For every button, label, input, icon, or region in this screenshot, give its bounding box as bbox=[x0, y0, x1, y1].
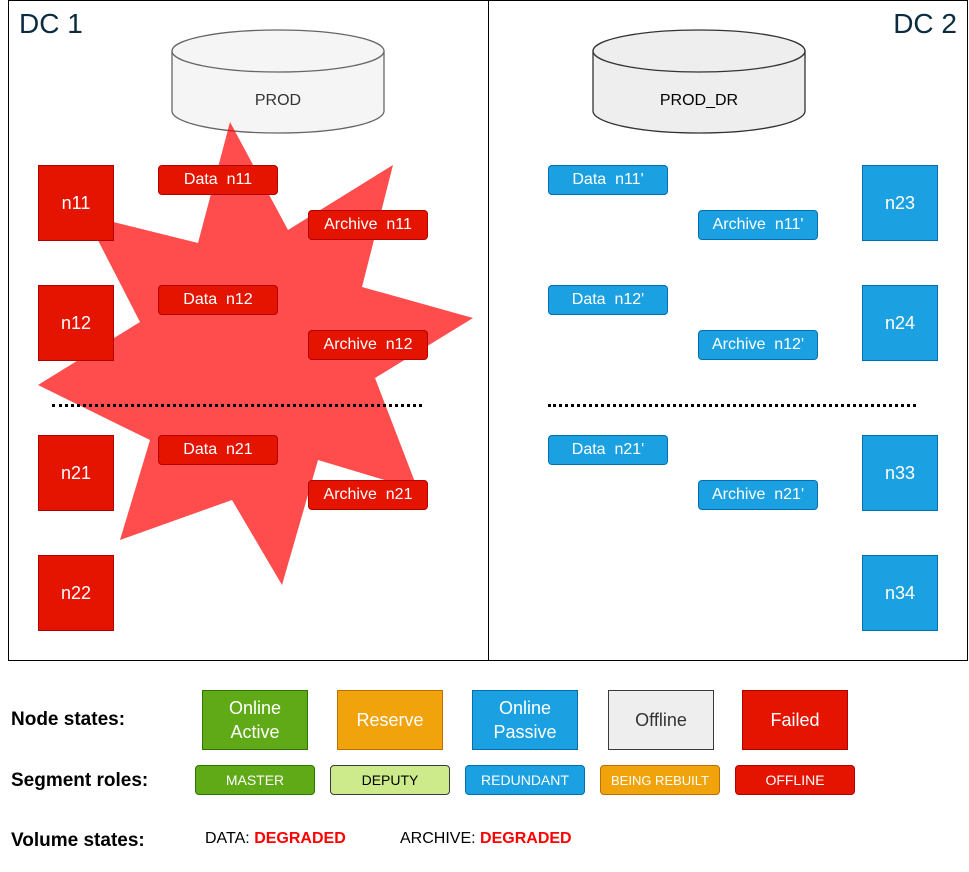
volume-status: DEGRADED bbox=[480, 830, 572, 847]
segment-archive-n21[interactable]: Archive n21 bbox=[308, 480, 428, 510]
prod-volume-label: PROD bbox=[254, 92, 302, 109]
segment-archive-n11-dr[interactable]: Archive n11' bbox=[698, 210, 818, 240]
node-n22[interactable]: n22 bbox=[38, 555, 114, 631]
segment-data-n12-dr[interactable]: Data n12' bbox=[548, 285, 668, 315]
ellipsis-dots-dc2 bbox=[548, 404, 916, 407]
ellipsis-dots-dc1 bbox=[52, 404, 422, 407]
segment-type: Data bbox=[571, 291, 606, 308]
node-n33[interactable]: n33 bbox=[862, 435, 938, 511]
legend-deputy: DEPUTY bbox=[330, 765, 450, 795]
segment-type: Archive bbox=[712, 336, 766, 353]
segment-roles-label: Segment roles: bbox=[11, 770, 149, 791]
legend-failed: Failed bbox=[742, 690, 848, 750]
legend-master: MASTER bbox=[195, 765, 315, 795]
node-n23[interactable]: n23 bbox=[862, 165, 938, 241]
dc1-title: DC 1 bbox=[19, 8, 83, 39]
segment-node: n21 bbox=[225, 441, 253, 458]
legend-being-rebuilt: BEING REBUILT bbox=[600, 765, 720, 795]
segment-node: n21' bbox=[774, 486, 804, 503]
segment-data-n11-dr[interactable]: Data n11' bbox=[548, 165, 668, 195]
segment-type: Archive bbox=[712, 486, 766, 503]
node-n34[interactable]: n34 bbox=[862, 555, 938, 631]
segment-data-n21[interactable]: Data n21 bbox=[158, 435, 278, 465]
legend-online-active: Online Active bbox=[202, 690, 308, 750]
legend-reserve: Reserve bbox=[337, 690, 443, 750]
segment-node: n12' bbox=[774, 336, 804, 353]
volume-name: DATA: bbox=[205, 830, 250, 847]
dc-divider bbox=[488, 0, 489, 660]
node-states-label: Node states: bbox=[11, 709, 126, 730]
segment-type: Archive bbox=[323, 336, 377, 353]
volume-state-archive: ARCHIVE: DEGRADED bbox=[400, 830, 572, 848]
volume-states-label: Volume states: bbox=[11, 830, 145, 851]
node-n21[interactable]: n21 bbox=[38, 435, 114, 511]
dc2-title: DC 2 bbox=[893, 8, 957, 39]
segment-type: Data bbox=[183, 291, 218, 308]
segment-data-n11[interactable]: Data n11 bbox=[158, 165, 278, 195]
volume-name: ARCHIVE: bbox=[400, 830, 476, 847]
segment-node: n21' bbox=[614, 441, 645, 458]
segment-data-n21-dr[interactable]: Data n21' bbox=[548, 435, 668, 465]
node-n12[interactable]: n12 bbox=[38, 285, 114, 361]
segment-node: n12' bbox=[614, 291, 645, 308]
node-n11[interactable]: n11 bbox=[38, 165, 114, 241]
legend-offline: Offline bbox=[608, 690, 714, 750]
segment-node: n11' bbox=[615, 171, 644, 188]
segment-type: Data bbox=[572, 171, 607, 188]
segment-type: Data bbox=[183, 441, 218, 458]
segment-node: n11' bbox=[774, 216, 804, 233]
segment-data-n12[interactable]: Data n12 bbox=[158, 285, 278, 315]
segment-node: n11 bbox=[226, 171, 253, 188]
segment-archive-n12-dr[interactable]: Archive n12' bbox=[698, 330, 818, 360]
segment-type: Archive bbox=[323, 486, 377, 503]
legend-online-passive: Online Passive bbox=[472, 690, 578, 750]
prod-dr-volume-cylinder bbox=[592, 29, 806, 134]
volume-state-data: DATA: DEGRADED bbox=[205, 830, 346, 848]
segment-node: n12 bbox=[385, 336, 413, 353]
segment-node: n21 bbox=[385, 486, 413, 503]
volume-status: DEGRADED bbox=[254, 830, 346, 847]
segment-type: Archive bbox=[324, 216, 378, 233]
legend-offline-segment: OFFLINE bbox=[735, 765, 855, 795]
segment-node: n12 bbox=[225, 291, 253, 308]
legend-redundant: REDUNDANT bbox=[465, 765, 585, 795]
segment-archive-n11[interactable]: Archive n11 bbox=[308, 210, 428, 240]
segment-type: Data bbox=[571, 441, 606, 458]
segment-type: Archive bbox=[712, 216, 766, 233]
segment-node: n11 bbox=[386, 216, 412, 233]
prod-volume-cylinder bbox=[171, 29, 385, 134]
segment-archive-n21-dr[interactable]: Archive n21' bbox=[698, 480, 818, 510]
segment-archive-n12[interactable]: Archive n12 bbox=[308, 330, 428, 360]
node-n24[interactable]: n24 bbox=[862, 285, 938, 361]
segment-type: Data bbox=[183, 171, 218, 188]
prod-dr-volume-label: PROD_DR bbox=[659, 92, 739, 109]
